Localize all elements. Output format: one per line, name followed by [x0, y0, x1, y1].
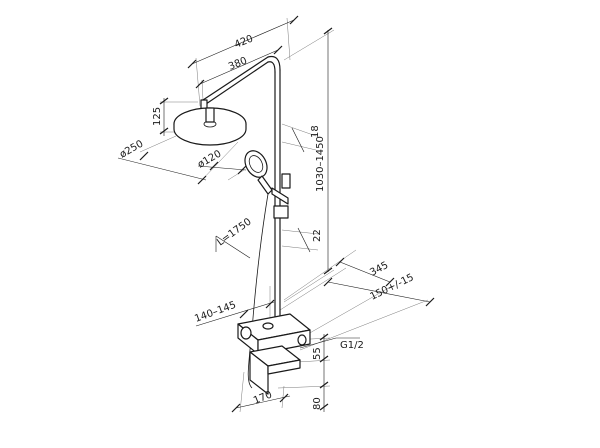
dim-420: 420	[233, 33, 255, 50]
dim-spout-80: 80	[312, 397, 323, 410]
dimension-lines	[117, 15, 435, 413]
sliding-holder	[271, 173, 291, 219]
dim-spout-55: 55	[312, 347, 323, 360]
dim-thread: G1/2	[340, 340, 364, 351]
dim-380: 380	[227, 55, 249, 72]
dim-hose-length: L=1750	[215, 216, 253, 248]
rain-shower-head	[173, 107, 247, 146]
shower-hose	[247, 193, 269, 389]
dim-spout-170: 170	[252, 389, 274, 406]
shower-arm	[200, 56, 269, 111]
dim-depth-345: 345	[368, 260, 390, 279]
dim-head-height: 125	[152, 107, 163, 126]
dim-holder-22: 22	[312, 229, 323, 242]
dim-inlet-offset: 140–145	[193, 300, 237, 325]
dim-holder-18: 18	[310, 125, 321, 138]
bath-spout	[249, 345, 301, 395]
dim-column-height: 1030–1450	[315, 136, 326, 192]
dim-head-diameter: ø250	[118, 138, 145, 160]
hand-shower	[244, 150, 273, 195]
dim-hand-diameter: ø120	[196, 148, 223, 170]
